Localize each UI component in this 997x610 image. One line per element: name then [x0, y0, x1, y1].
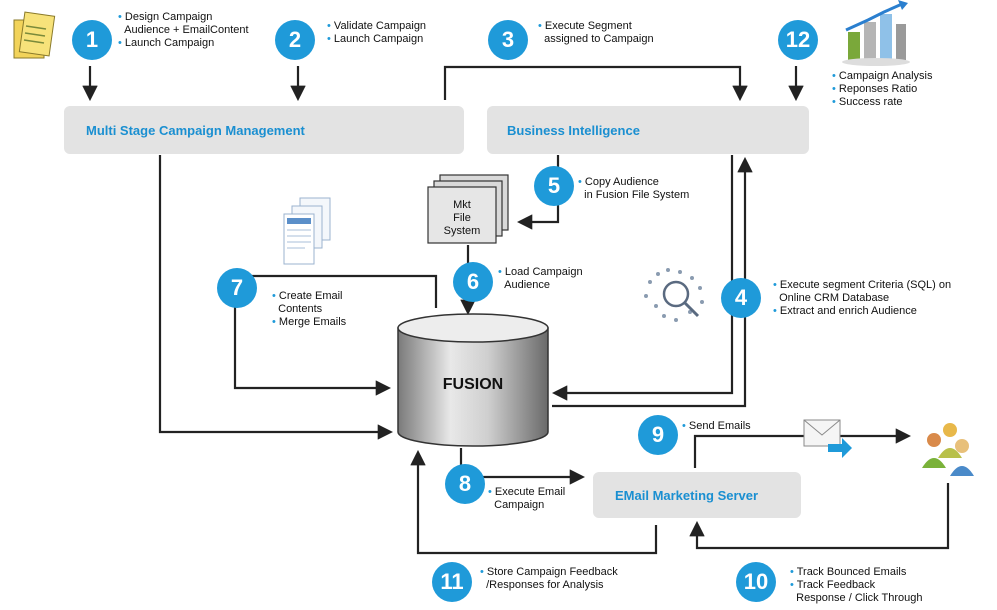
step-4-badge: 4 [721, 278, 761, 318]
bi-label: Business Intelligence [507, 123, 640, 138]
step-1-note: • Design Campaign Audience + EmailConten… [118, 11, 249, 49]
fusion-database [397, 313, 549, 447]
step-12-badge: 12 [778, 20, 818, 60]
fusion-label: FUSION [442, 376, 504, 393]
step-1-badge: 1 [72, 20, 112, 60]
step-7-note: • Create Email Contents • Merge Emails [272, 290, 347, 328]
step-10-badge: 10 [736, 562, 776, 602]
step-11-badge: 11 [432, 562, 472, 602]
step-11-note: • Store Campaign Feedback /Responses for… [480, 566, 618, 591]
envelope-icon [803, 419, 852, 458]
step-6-badge: 6 [453, 262, 493, 302]
users-icon [922, 423, 974, 476]
step-4-note: • Execute segment Criteria (SQL) on Onli… [773, 279, 952, 317]
step-12-note: • Campaign Analysis • Reponses Ratio • S… [832, 70, 933, 108]
mscm-label: Multi Stage Campaign Management [86, 123, 305, 138]
step-5-badge: 5 [534, 166, 574, 206]
step-2-badge: 2 [275, 20, 315, 60]
mscm-box: Multi Stage Campaign Management [64, 106, 464, 154]
step-6-note: • Load Campaign Audience [498, 266, 583, 291]
documents-icon [283, 197, 331, 265]
mkt-fs-label: Mkt File System [443, 199, 481, 237]
step-9-note: • Send Emails [682, 420, 751, 432]
bar-chart-icon [842, 0, 910, 66]
step-8-note: • Execute Email Campaign [488, 486, 566, 511]
step-9-badge: 9 [638, 415, 678, 455]
step-10-note: • Track Bounced Emails • Track Feedback … [790, 566, 923, 604]
bi-box: Business Intelligence [487, 106, 809, 154]
step-3-badge: 3 [488, 20, 528, 60]
step-5-note: • Copy Audience in Fusion File System [578, 176, 690, 201]
mkt-file-system [427, 174, 509, 244]
magnifier-icon [644, 268, 704, 322]
step-7-badge: 7 [217, 268, 257, 308]
step-2-note: • Validate Campaign • Launch Campaign [327, 20, 427, 45]
notepad-icon [13, 11, 56, 59]
step-8-badge: 8 [445, 464, 485, 504]
step-3-note: • Execute Segment assigned to Campaign [538, 20, 654, 45]
ems-label: EMail Marketing Server [615, 488, 759, 503]
ems-box: EMail Marketing Server [593, 472, 801, 518]
